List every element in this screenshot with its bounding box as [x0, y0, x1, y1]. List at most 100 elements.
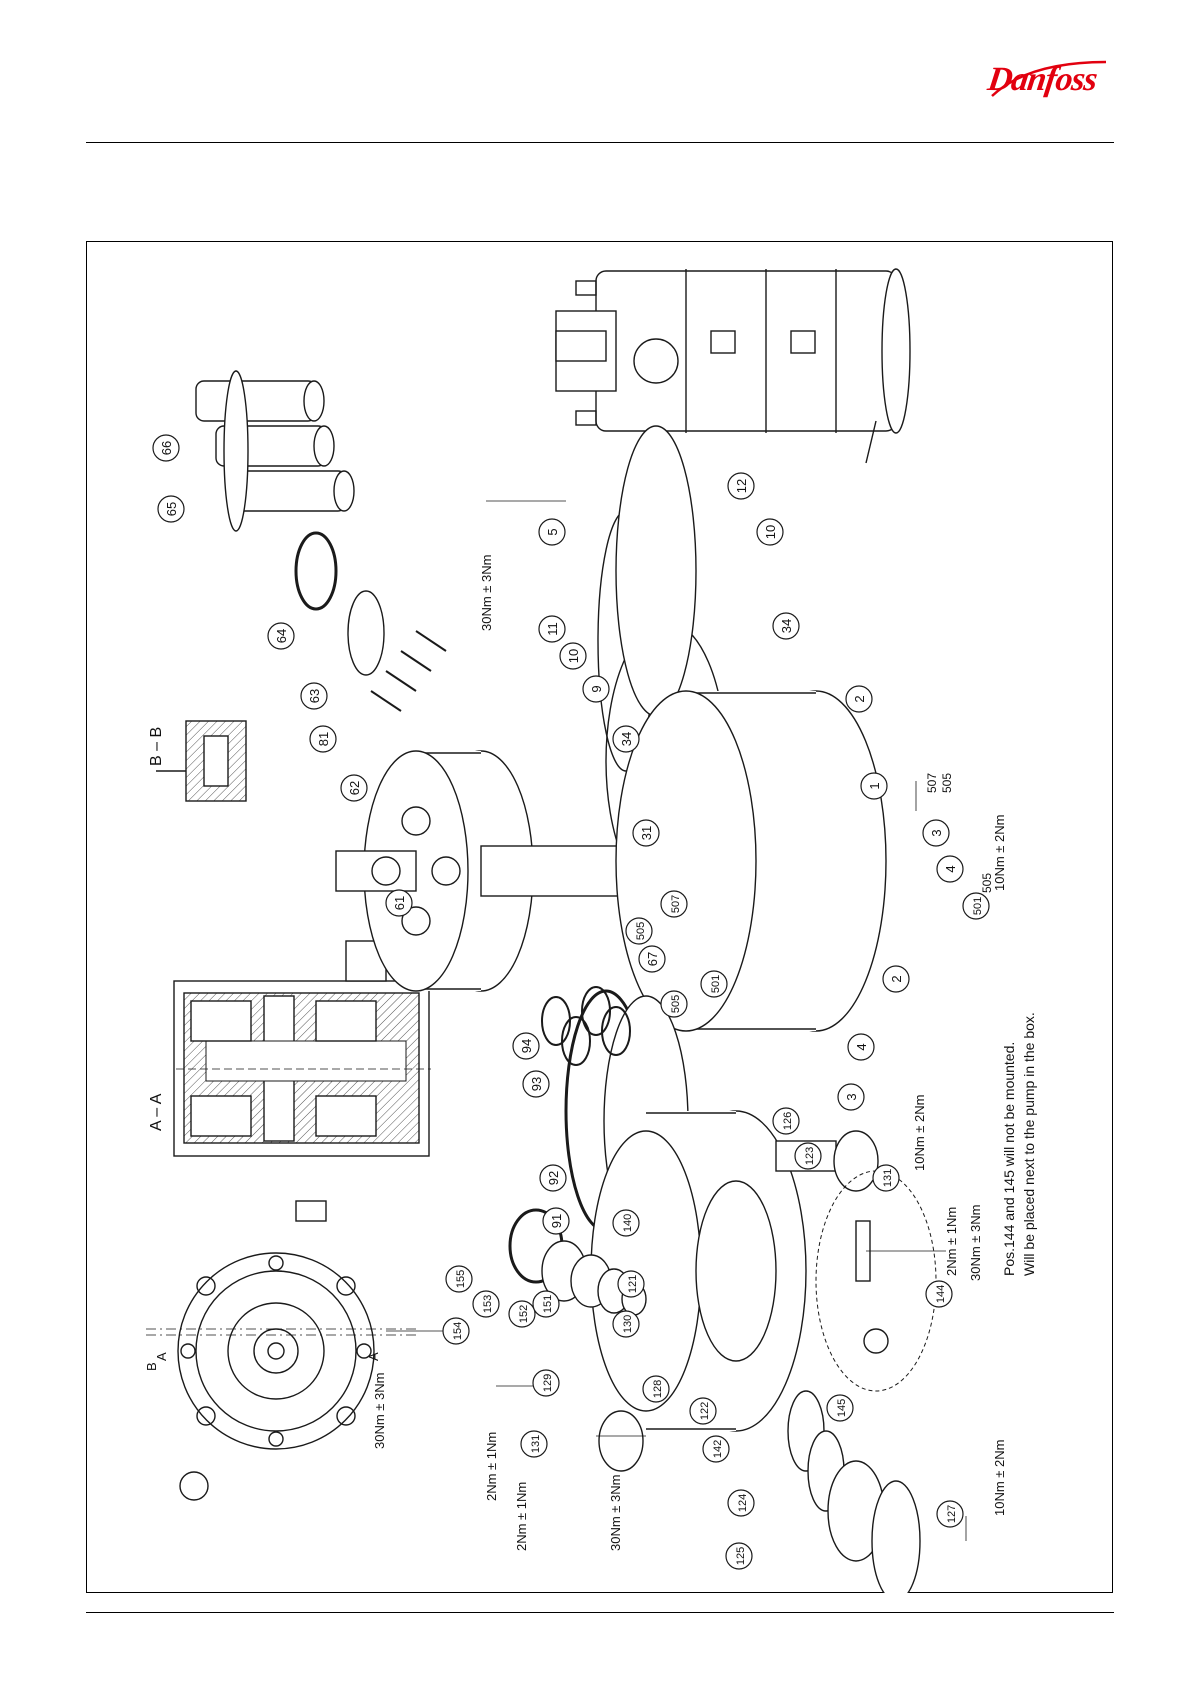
balloon-2: 2: [845, 685, 873, 713]
balloon-circle: [642, 1375, 670, 1403]
balloon-circle: [702, 1435, 730, 1463]
balloon-circle: [837, 1083, 865, 1111]
balloon-label: 2: [852, 695, 867, 702]
note-line-2: Will be placed next to the pump in the b…: [1021, 1012, 1037, 1276]
balloon-131: 131: [872, 1164, 900, 1192]
balloon-144: 144: [925, 1280, 953, 1308]
balloon-circle: [727, 472, 755, 500]
header-rule: [86, 142, 1114, 143]
balloon-label: 128: [652, 1380, 664, 1398]
balloon-93: 93: [522, 1070, 550, 1098]
balloon-92: 92: [539, 1164, 567, 1192]
balloon-label: 61: [392, 896, 407, 910]
assembled-pump: [555, 268, 911, 464]
balloon-label: 4: [854, 1043, 869, 1050]
balloon-circle: [152, 434, 180, 462]
balloon-label: 5: [545, 528, 560, 535]
balloon-126: 126: [772, 1107, 800, 1135]
balloon-label: 4: [943, 865, 958, 872]
balloon-circle: [700, 970, 728, 998]
balloon-circle: [340, 774, 368, 802]
torque-2-131: 2Nm ± 1Nm: [944, 1207, 959, 1276]
torque-30-154: 30Nm ± 3Nm: [372, 1373, 387, 1449]
balloon-circle: [520, 1430, 548, 1458]
balloon-131: 131: [520, 1430, 548, 1458]
balloon-label: 31: [639, 826, 654, 840]
balloon-circle: [385, 889, 413, 917]
balloon-label: 131: [530, 1435, 542, 1453]
balloon-10: 10: [559, 642, 587, 670]
balloon-label: 142: [712, 1440, 724, 1458]
balloon-label: 66: [159, 441, 174, 455]
balloon-label: 34: [779, 619, 794, 633]
balloon-label: 507: [670, 895, 682, 913]
balloon-142: 142: [702, 1435, 730, 1463]
balloon-label: 62: [347, 781, 362, 795]
balloon-2: 2: [882, 965, 910, 993]
balloon-label: 501: [710, 975, 722, 993]
balloon-label: 64: [274, 629, 289, 643]
part-label-505: 505: [940, 773, 954, 793]
springs-62: [370, 630, 447, 712]
balloon-circle: [532, 1369, 560, 1397]
flange-125: [871, 1480, 921, 1593]
danfoss-logo: Danfoss: [985, 56, 1114, 104]
balloon-127: 127: [936, 1500, 964, 1528]
torque-2-131b: 2Nm ± 1Nm: [514, 1482, 529, 1551]
balloon-9: 9: [582, 675, 610, 703]
balloon-123: 123: [794, 1142, 822, 1170]
balloon-circle: [309, 725, 337, 753]
torque-30-144: 30Nm ± 3Nm: [968, 1205, 983, 1281]
note-line-1: Pos.144 and 145 will not be mounted.: [1001, 1042, 1017, 1276]
balloon-circle: [632, 819, 660, 847]
balloon-124: 124: [727, 1489, 755, 1517]
balloon-label: 124: [737, 1494, 749, 1512]
ring-64: [294, 531, 338, 611]
balloon-31: 31: [632, 819, 660, 847]
balloon-label: 130: [622, 1315, 634, 1333]
balloon-81: 81: [309, 725, 337, 753]
balloon-34: 34: [612, 725, 640, 753]
balloon-circle: [542, 1207, 570, 1235]
balloon-circle: [612, 725, 640, 753]
balloon-label: 151: [542, 1295, 554, 1313]
loose-parts-144-145: [815, 1170, 937, 1392]
torque-2-129: 2Nm ± 1Nm: [484, 1432, 499, 1501]
balloon-label: 505: [670, 995, 682, 1013]
balloon-circle: [925, 1280, 953, 1308]
part-label-505: 505: [980, 873, 994, 893]
balloon-122: 122: [689, 1397, 717, 1425]
balloon-3: 3: [922, 819, 950, 847]
balloon-circle: [538, 518, 566, 546]
balloon-label: 155: [455, 1270, 467, 1288]
balloon-label: 9: [589, 685, 604, 692]
balloon-circle: [882, 965, 910, 993]
torque-30-128: 30Nm ± 3Nm: [608, 1475, 623, 1551]
section-b-b-label: B – B: [148, 727, 165, 766]
balloon-circle: [538, 615, 566, 643]
balloon-circle: [936, 855, 964, 883]
shaft-61: [335, 750, 682, 992]
balloon-circle: [772, 1107, 800, 1135]
balloon-circle: [512, 1032, 540, 1060]
balloon-128: 128: [642, 1375, 670, 1403]
logo-wordmark: Danfoss: [985, 61, 1099, 98]
balloon-circle: [936, 1500, 964, 1528]
balloon-1: 1: [860, 772, 888, 800]
balloon-circle: [845, 685, 873, 713]
balloon-label: 91: [549, 1214, 564, 1228]
balloon-circle: [725, 1542, 753, 1570]
balloon-circle: [532, 1290, 560, 1318]
balloon-label: 93: [529, 1077, 544, 1091]
balloon-129: 129: [532, 1369, 560, 1397]
balloon-140: 140: [612, 1209, 640, 1237]
section-a-a: [173, 940, 431, 1157]
balloon-circle: [445, 1265, 473, 1293]
balloon-label: 140: [622, 1214, 634, 1232]
part-label-507: 507: [925, 773, 939, 793]
plate-5: [615, 425, 697, 717]
balloon-circle: [612, 1310, 640, 1338]
balloon-label: 81: [316, 732, 331, 746]
balloon-label: 12: [734, 479, 749, 493]
balloon-label: 65: [164, 502, 179, 516]
